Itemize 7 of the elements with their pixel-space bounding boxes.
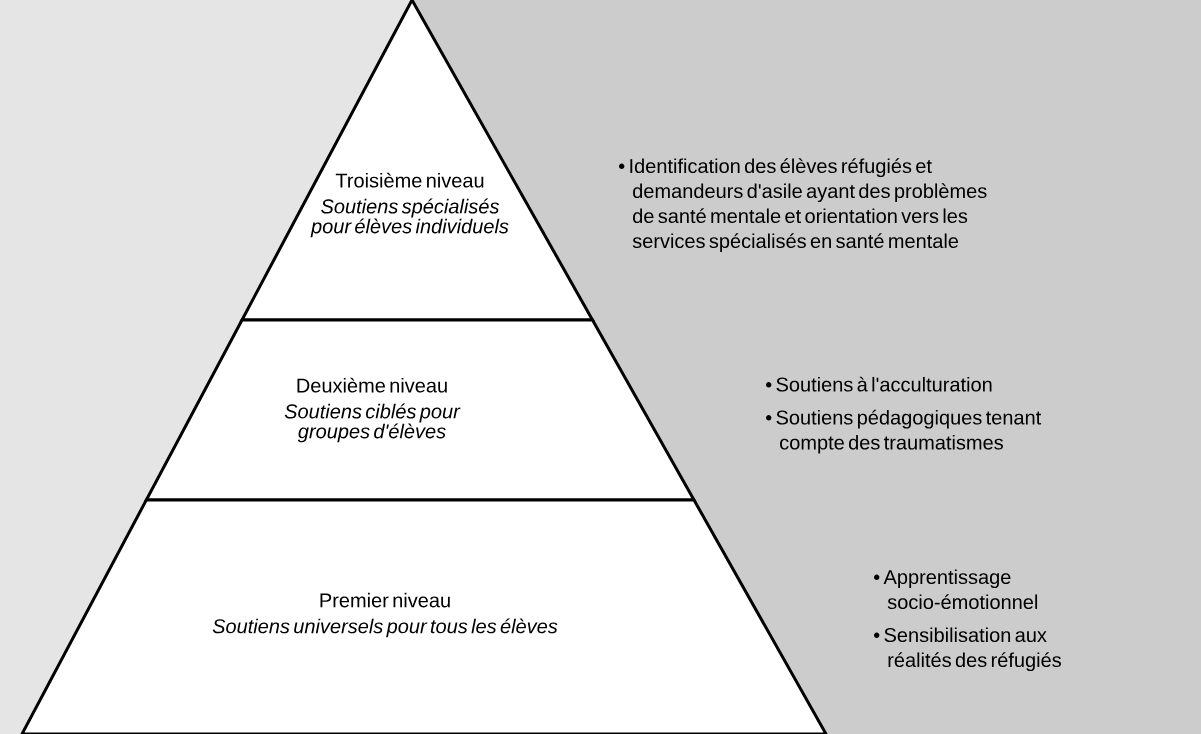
node-label: • Sensibilisation aux réalités des réfugiés — [874, 627, 1061, 672]
node-label: • Soutiens pédagogiques tenant compte des traumatismes — [766, 409, 1042, 454]
node-label: • Identification des élèves réfugiés et demandeurs d'asile ayant des problèmes de santé mentale et orientation vers les services spécialisés en santé mentale — [618, 158, 987, 253]
info-panel: • Soutiens à l'acculturation • Soutiens pédagogiques tenant compte des traumatismes — [592, 320, 1201, 500]
info-panel: • Apprentissage socio-émotionnel • Sensibilisation aux réalités des réfugiés — [694, 500, 1201, 734]
node-label: • Soutiens à l'acculturation — [766, 376, 992, 392]
node-label: • Apprentissage socio-émotionnel — [874, 569, 1038, 610]
